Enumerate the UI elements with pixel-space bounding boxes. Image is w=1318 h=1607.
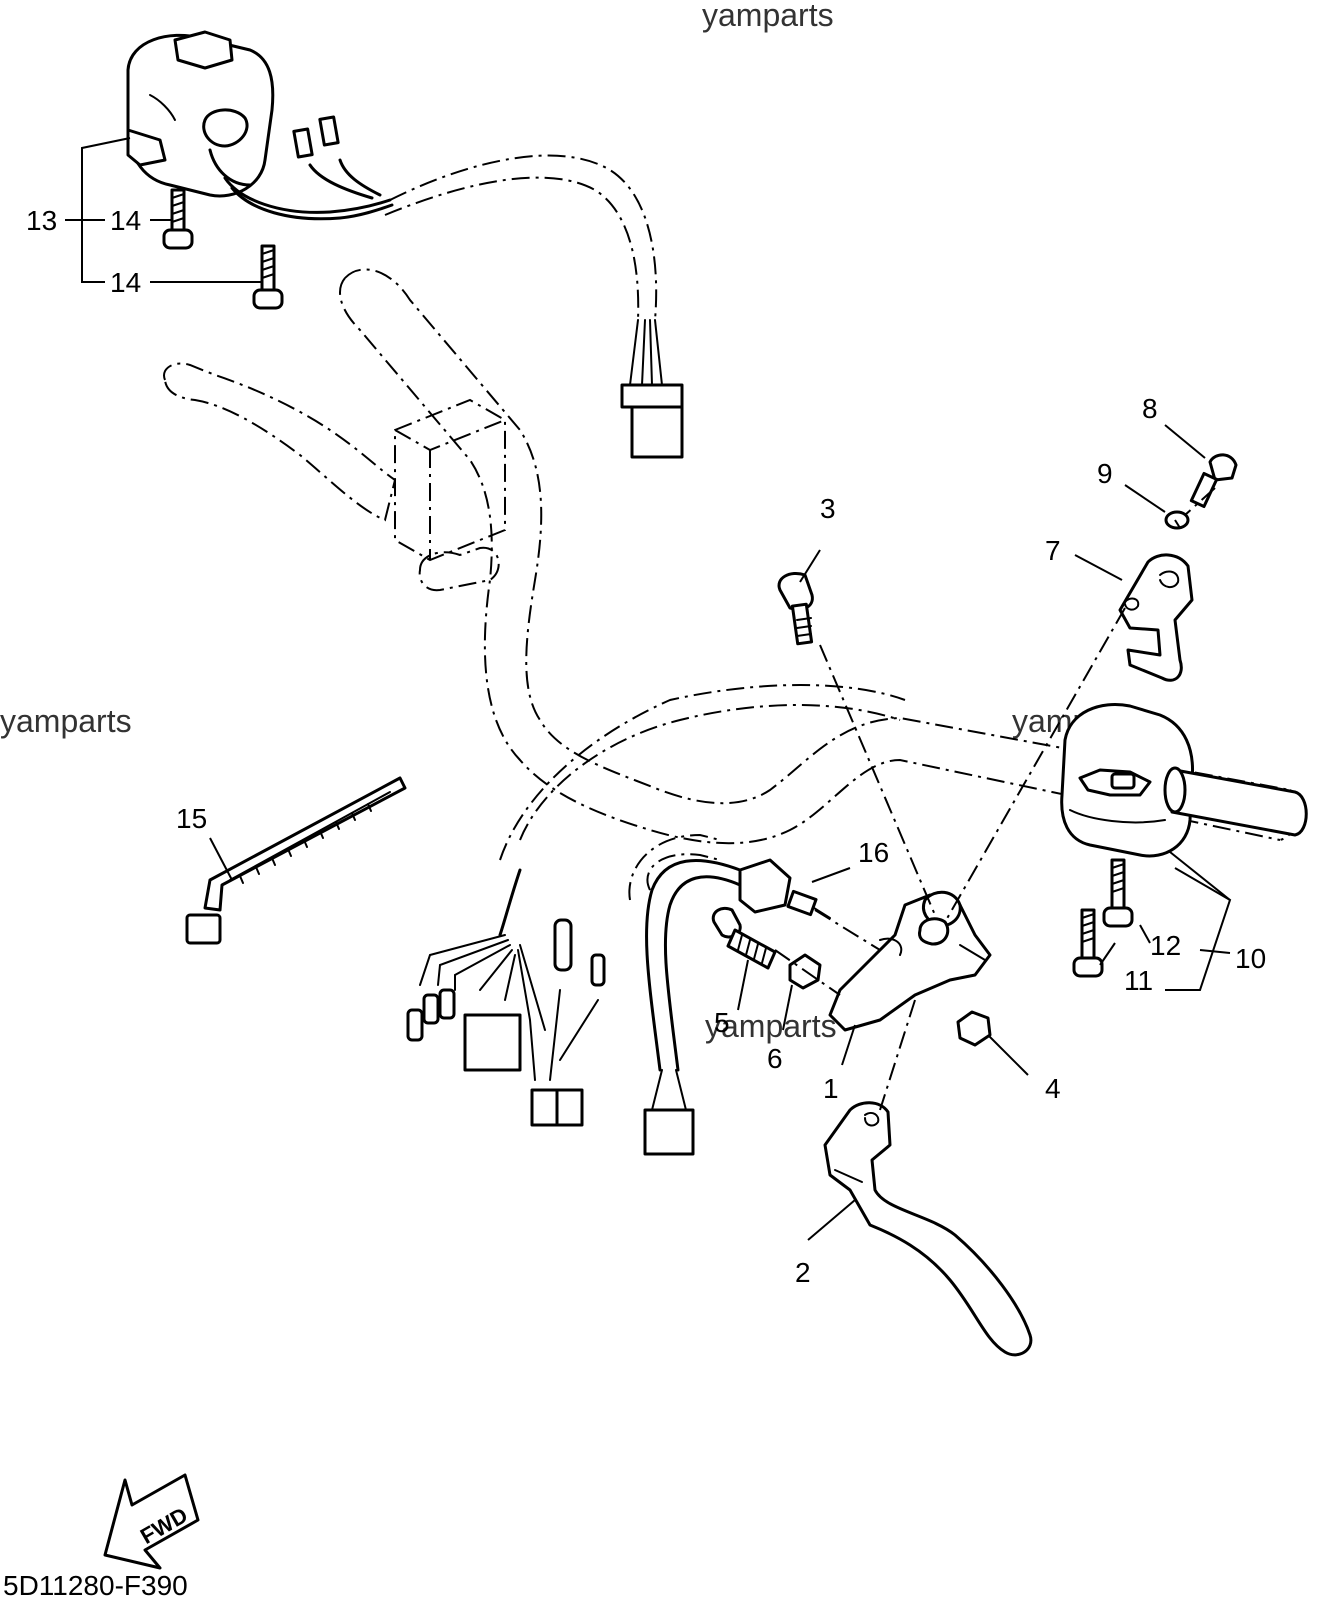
callout-13: 13	[26, 205, 57, 236]
nut-4	[956, 1010, 992, 1047]
callout-10: 10	[1235, 943, 1266, 974]
right-grip-outline	[1163, 766, 1308, 837]
callout-9: 9	[1097, 458, 1113, 489]
screw-11	[1072, 908, 1104, 978]
upper-connector	[620, 319, 684, 459]
wiring-harness-outline	[384, 154, 906, 901]
assembly-guide-lines	[774, 487, 1216, 1111]
cable-tie	[185, 776, 407, 945]
callout-6: 6	[767, 1043, 783, 1074]
brake-lever	[823, 1101, 1033, 1357]
left-master-cylinder-outline	[394, 398, 506, 592]
callout-5: 5	[714, 1007, 730, 1038]
right-handlebar-switch	[1060, 703, 1195, 858]
left-lever-outline	[163, 362, 397, 522]
screw-14-lower	[252, 244, 284, 310]
diagram-code: 5D11280-F390	[3, 1570, 188, 1601]
callout-8: 8	[1142, 393, 1158, 424]
callout-14-lower: 14	[110, 267, 141, 298]
callout-11: 11	[1124, 965, 1153, 996]
pivot-bolt-5	[711, 906, 777, 970]
watermark-top: yamparts	[702, 0, 834, 33]
callout-16: 16	[858, 837, 889, 868]
main-harness-connectors	[406, 868, 606, 1127]
watermark-left: yamparts	[0, 703, 132, 739]
forward-arrow-icon: FWD	[103, 1473, 200, 1570]
callout-12: 12	[1150, 930, 1181, 961]
callout-1: 1	[823, 1073, 839, 1104]
brake-switch-harness	[643, 859, 742, 1156]
screw-14-upper	[162, 188, 194, 250]
brake-lever-holder	[828, 890, 992, 1032]
screw-12	[1102, 858, 1134, 928]
callout-4: 4	[1045, 1073, 1061, 1104]
leader-lines	[65, 137, 1232, 1241]
bolt-3	[777, 572, 814, 646]
washer-9	[1164, 510, 1190, 530]
callout-14-upper: 14	[110, 205, 141, 236]
bolt-8	[1189, 453, 1238, 509]
left-switch-wires	[223, 115, 394, 221]
brake-light-switch	[738, 858, 831, 919]
callout-2: 2	[795, 1257, 811, 1288]
watermark-center: yamparts	[705, 1008, 837, 1044]
left-handlebar-switch	[126, 30, 275, 198]
clamp-7	[1118, 553, 1194, 682]
callout-15: 15	[176, 803, 207, 834]
callout-7: 7	[1045, 535, 1061, 566]
callout-3: 3	[820, 493, 836, 524]
